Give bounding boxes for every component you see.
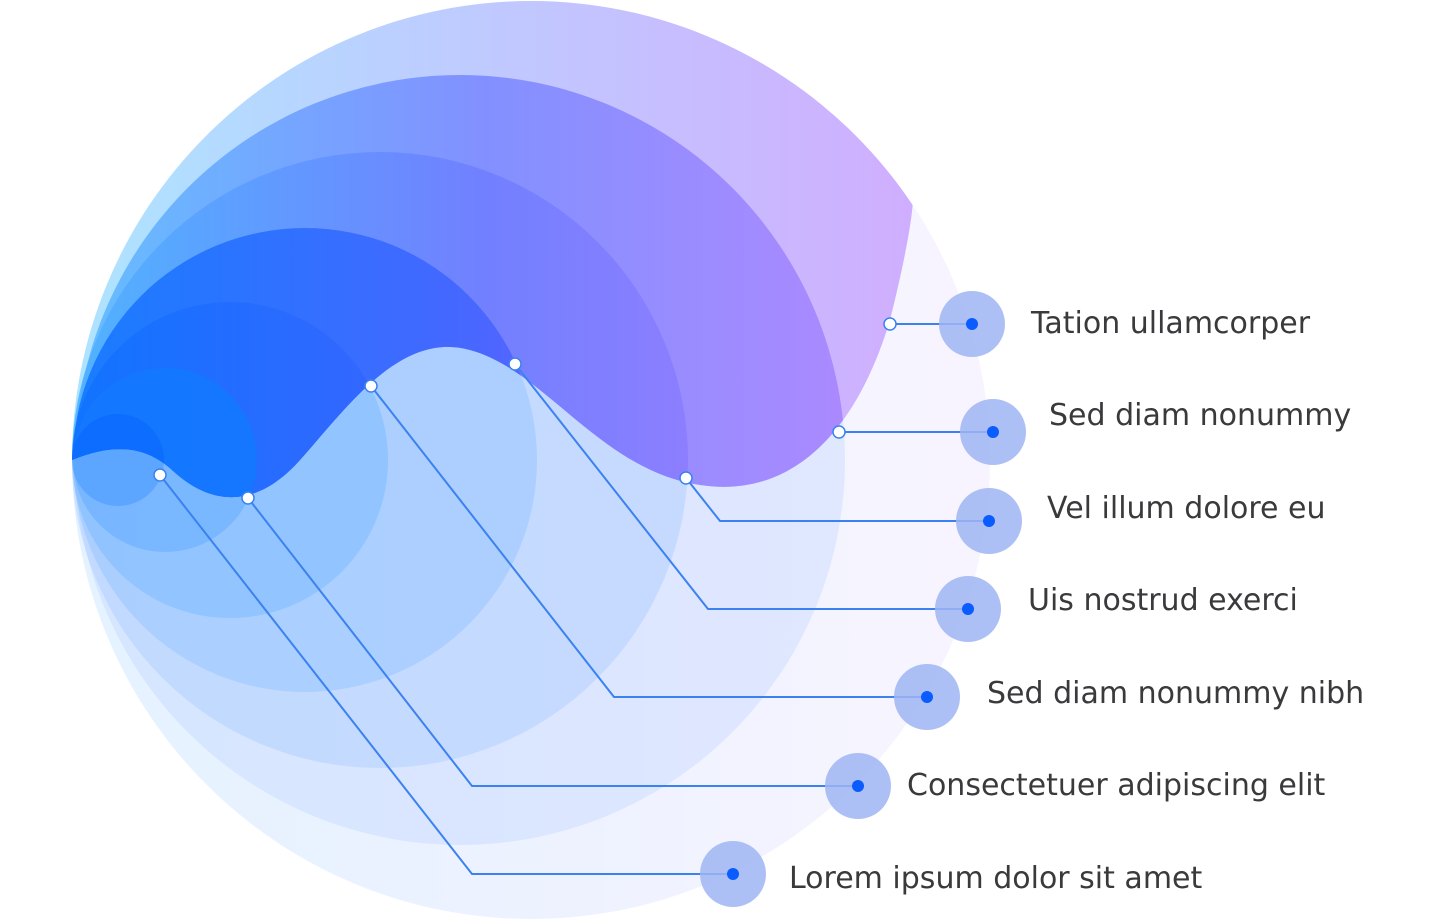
callout-marker-3 (956, 488, 1022, 554)
callout-marker-2 (960, 399, 1026, 465)
connector-7 (159, 474, 733, 875)
callout-label-3: Vel illum dolore eu (1047, 491, 1326, 526)
callout-label-1: Tation ullamcorper (1030, 306, 1311, 341)
callout-labels: Tation ullamcorper Sed diam nonummy Vel … (789, 306, 1364, 896)
anchor-point-1 (883, 317, 897, 331)
callout-marker-1 (939, 291, 1005, 357)
callout-label-4: Uis nostrud exerci (1028, 583, 1298, 618)
connector-lines (159, 323, 993, 875)
anchor-point-5 (364, 379, 378, 393)
callout-label-6: Consectetuer adipiscing elit (907, 768, 1326, 803)
connector-6 (247, 497, 858, 787)
callout-label-7: Lorem ipsum dolor sit amet (789, 861, 1202, 896)
callout-markers (700, 291, 1026, 907)
anchor-point-7 (153, 468, 167, 482)
callout-marker-5 (894, 664, 960, 730)
callout-label-2: Sed diam nonummy (1049, 398, 1351, 433)
connector-5 (370, 385, 927, 698)
anchor-point-3 (679, 471, 693, 485)
callout-marker-4 (935, 576, 1001, 642)
anchor-point-2 (832, 425, 846, 439)
callout-marker-6 (825, 753, 891, 819)
anchor-point-4 (508, 357, 522, 371)
callout-label-5: Sed diam nonummy nibh (987, 676, 1364, 711)
anchor-point-6 (241, 491, 255, 505)
anchor-points (153, 317, 897, 505)
callout-marker-7 (700, 841, 766, 907)
connector-3 (685, 477, 989, 522)
connector-4 (514, 363, 968, 610)
